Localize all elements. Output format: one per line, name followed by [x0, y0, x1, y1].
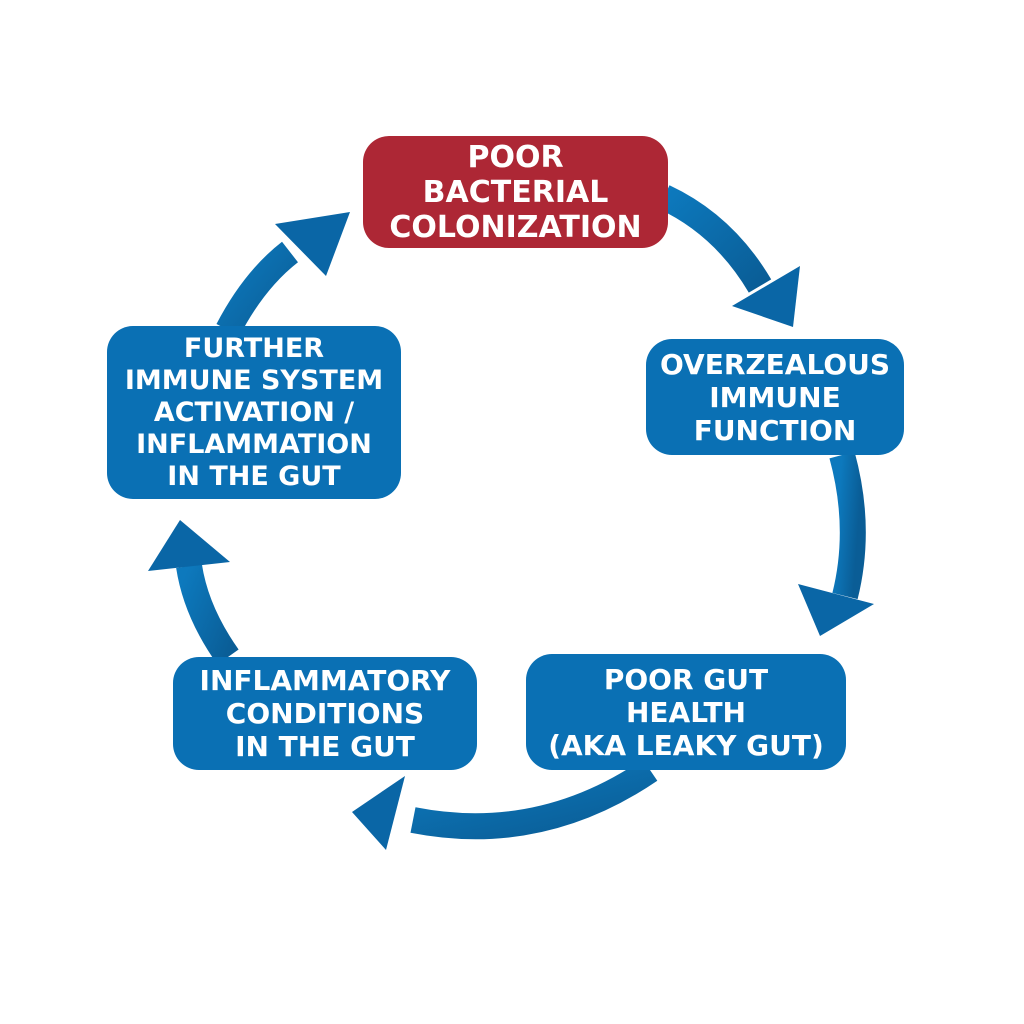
- node-line: FURTHER: [183, 332, 325, 364]
- node-line: ACTIVATION /: [153, 396, 355, 428]
- node-line: INFLAMMATORY: [199, 664, 451, 697]
- node-line: IN THE GUT: [235, 730, 415, 763]
- node-line: (AKA LEAKY GUT): [548, 728, 824, 762]
- node-line: IMMUNE: [709, 380, 841, 414]
- node-line: IN THE GUT: [167, 460, 341, 492]
- arrow-further-to-poor-bacterial: [216, 212, 350, 337]
- node-line: COLONIZATION: [389, 209, 642, 245]
- node-overzealous-immune-function: OVERZEALOUS IMMUNE FUNCTION: [646, 339, 904, 455]
- node-line: INFLAMMATION: [136, 428, 372, 460]
- node-line: OVERZEALOUS: [659, 347, 891, 381]
- node-further-immune-activation: FURTHER IMMUNE SYSTEM ACTIVATION / INFLA…: [107, 326, 401, 499]
- node-poor-bacterial-colonization: POOR BACTERIAL COLONIZATION: [363, 136, 668, 248]
- node-line: FUNCTION: [693, 413, 857, 447]
- node-poor-gut-health: POOR GUT HEALTH (AKA LEAKY GUT): [526, 654, 846, 770]
- node-line: HEALTH: [626, 695, 746, 729]
- arrow-poor-gut-to-inflammatory: [352, 759, 658, 850]
- node-line: POOR GUT: [603, 662, 769, 696]
- arrow-overzealous-to-poor-gut: [798, 451, 874, 636]
- node-inflammatory-conditions: INFLAMMATORY CONDITIONS IN THE GUT: [173, 657, 477, 770]
- arrow-poor-bacterial-to-overzealous: [658, 185, 800, 327]
- arrow-inflammatory-to-further: [148, 520, 239, 665]
- node-line: POOR: [467, 139, 564, 175]
- node-line: BACTERIAL: [422, 174, 609, 210]
- node-line: CONDITIONS: [225, 697, 425, 730]
- node-line: IMMUNE SYSTEM: [124, 364, 384, 396]
